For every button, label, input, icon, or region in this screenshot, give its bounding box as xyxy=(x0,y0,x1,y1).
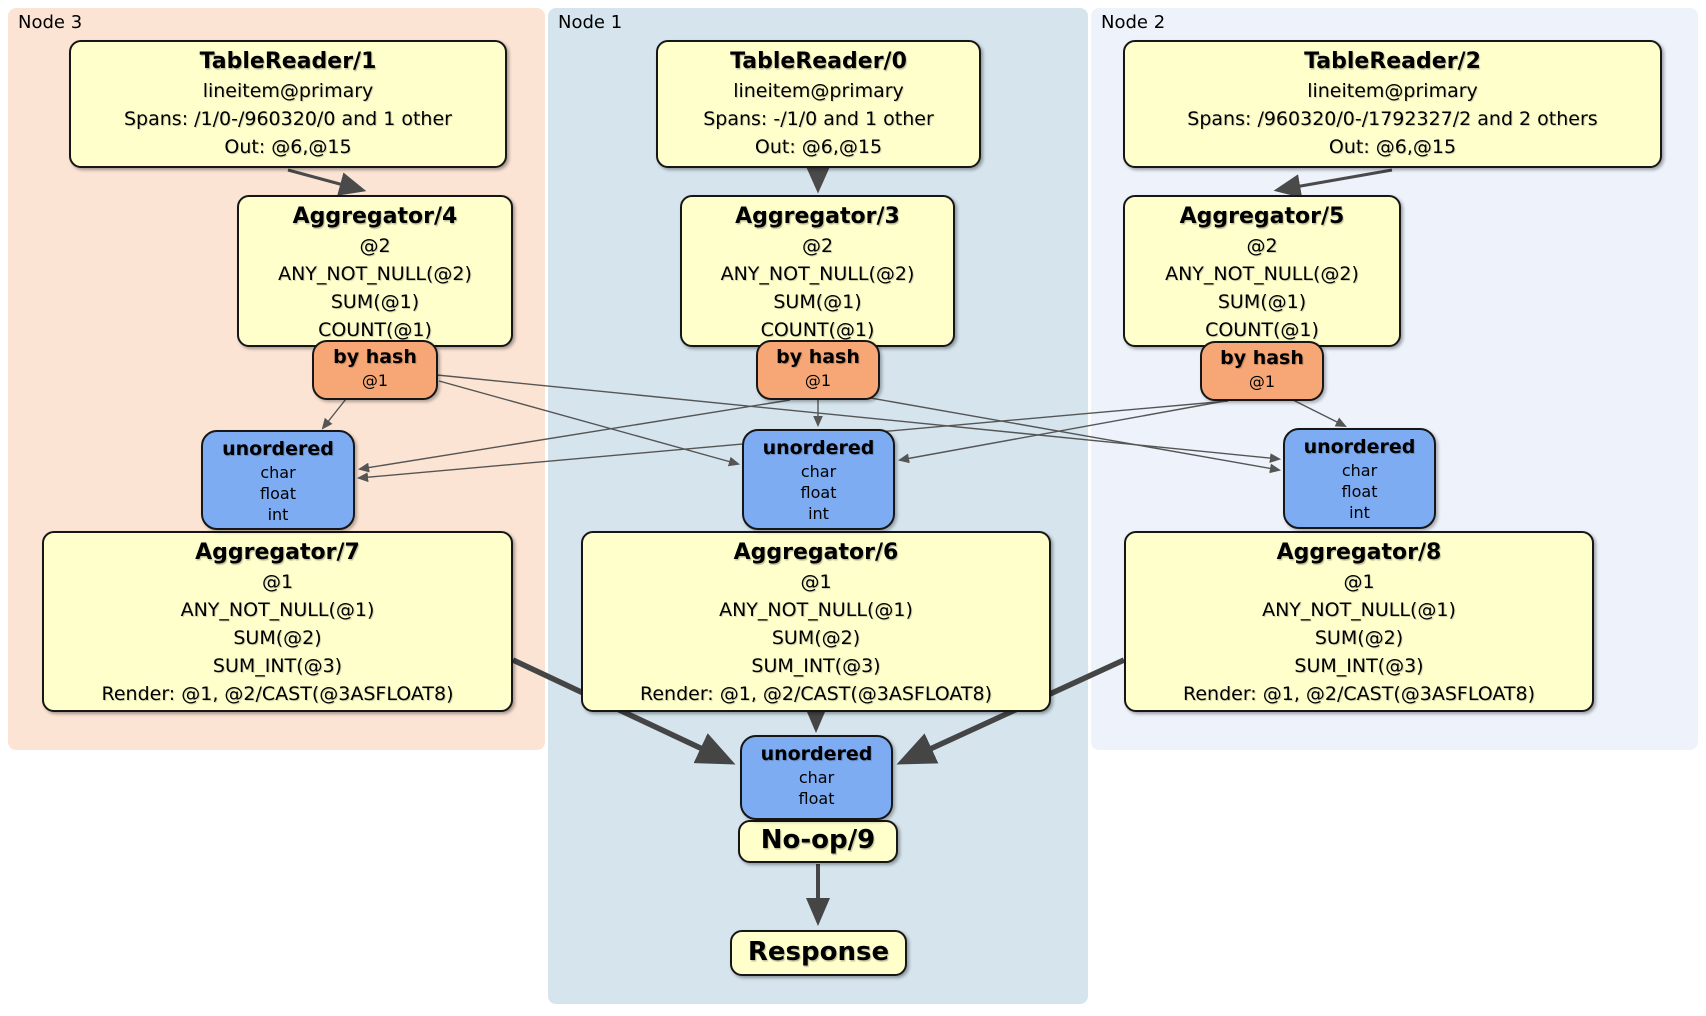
unordered-sync-node3-title: unordered xyxy=(222,438,334,460)
tablereader-2-title: TableReader/2 xyxy=(1304,49,1481,74)
aggregator-5-group: @2 xyxy=(1246,235,1278,257)
aggregator-8-fn2: SUM(@2) xyxy=(1314,627,1404,649)
tablereader-2-spans: Spans: /960320/0-/1792327/2 and 2 others xyxy=(1187,108,1598,130)
aggregator-6-render: Render: @1, @2/CAST(@3ASFLOAT8) xyxy=(640,683,992,705)
aggregator-3-fn3: COUNT(@1) xyxy=(760,319,875,341)
hash-router-node2-title: by hash xyxy=(1220,347,1304,369)
sync-type-char: char xyxy=(800,462,837,481)
hash-router-node2-key: @1 xyxy=(1248,372,1276,391)
node1-label: Node 1 xyxy=(558,12,623,33)
aggregator-8-title: Aggregator/8 xyxy=(1276,540,1442,565)
aggregator-8-fn3: SUM_INT(@3) xyxy=(1294,655,1424,677)
hash-router-node1: by hash @1 xyxy=(756,340,880,400)
hash-router-node1-title: by hash xyxy=(776,346,860,368)
sync-type-float: float xyxy=(1341,482,1378,501)
aggregator-6-title: Aggregator/6 xyxy=(733,540,899,565)
tablereader-0-title: TableReader/0 xyxy=(730,49,907,74)
tablereader-0-out: Out: @6,@15 xyxy=(754,136,883,158)
aggregator-8-render: Render: @1, @2/CAST(@3ASFLOAT8) xyxy=(1183,683,1535,705)
unordered-sync-final: unordered char float xyxy=(740,735,893,820)
unordered-sync-node1-title: unordered xyxy=(762,437,875,459)
aggregator-6-fn1: ANY_NOT_NULL(@1) xyxy=(719,599,913,621)
aggregator-7-render: Render: @1, @2/CAST(@3ASFLOAT8) xyxy=(101,683,454,705)
sync-type-int: int xyxy=(1349,503,1370,522)
noop-9-node: No-op/9 xyxy=(738,820,898,863)
response-title: Response xyxy=(747,937,890,967)
sync-type-int: int xyxy=(267,505,289,524)
tablereader-1-out: Out: @6,@15 xyxy=(224,136,352,158)
aggregator-7-fn3: SUM_INT(@3) xyxy=(212,655,343,677)
sync-type-char: char xyxy=(260,463,296,482)
aggregator-6-node: Aggregator/6 @1 ANY_NOT_NULL(@1) SUM(@2)… xyxy=(581,531,1051,712)
aggregator-3-fn2: SUM(@1) xyxy=(773,291,862,313)
hash-router-node3-key: @1 xyxy=(361,371,389,390)
tablereader-2-node: TableReader/2 lineitem@primary Spans: /9… xyxy=(1123,40,1662,168)
tablereader-2-index: lineitem@primary xyxy=(1307,80,1478,102)
aggregator-6-fn2: SUM(@2) xyxy=(771,627,861,649)
tablereader-0-spans: Spans: -/1/0 and 1 other xyxy=(703,108,934,130)
node2-label: Node 2 xyxy=(1101,12,1166,33)
aggregator-7-title: Aggregator/7 xyxy=(195,540,360,565)
unordered-sync-node2: unordered char float int xyxy=(1283,428,1436,529)
aggregator-5-title: Aggregator/5 xyxy=(1179,204,1345,229)
aggregator-3-group: @2 xyxy=(801,235,834,257)
aggregator-5-fn3: COUNT(@1) xyxy=(1205,319,1319,341)
tablereader-1-node: TableReader/1 lineitem@primary Spans: /1… xyxy=(69,40,507,168)
aggregator-3-node: Aggregator/3 @2 ANY_NOT_NULL(@2) SUM(@1)… xyxy=(680,195,955,347)
aggregator-4-fn2: SUM(@1) xyxy=(330,291,420,313)
aggregator-8-group: @1 xyxy=(1343,571,1375,593)
unordered-sync-final-title: unordered xyxy=(760,743,873,765)
aggregator-7-node: Aggregator/7 @1 ANY_NOT_NULL(@1) SUM(@2)… xyxy=(42,531,513,712)
hash-router-node3: by hash @1 xyxy=(312,340,438,400)
aggregator-5-fn1: ANY_NOT_NULL(@2) xyxy=(1165,263,1359,285)
unordered-sync-node3: unordered char float int xyxy=(201,430,355,530)
aggregator-4-node: Aggregator/4 @2 ANY_NOT_NULL(@2) SUM(@1)… xyxy=(237,195,513,347)
tablereader-arrows xyxy=(287,166,1393,198)
tablereader-1-title: TableReader/1 xyxy=(199,49,377,74)
aggregator-4-fn3: COUNT(@1) xyxy=(318,319,432,341)
aggregator-6-fn3: SUM_INT(@3) xyxy=(751,655,881,677)
aggregator-5-fn2: SUM(@1) xyxy=(1217,291,1307,313)
aggregator-7-fn1: ANY_NOT_NULL(@1) xyxy=(180,599,375,621)
response-node: Response xyxy=(730,930,907,976)
node3-label: Node 3 xyxy=(18,12,83,33)
sync-type-char: char xyxy=(798,768,835,787)
tablereader-0-index: lineitem@primary xyxy=(733,80,904,102)
sync-type-int: int xyxy=(808,504,829,523)
tablereader-2-out: Out: @6,@15 xyxy=(1328,136,1457,158)
aggregator-5-node: Aggregator/5 @2 ANY_NOT_NULL(@2) SUM(@1)… xyxy=(1123,195,1401,347)
aggregator-4-fn1: ANY_NOT_NULL(@2) xyxy=(278,263,472,285)
tablereader-1-index: lineitem@primary xyxy=(202,80,374,102)
aggregator-7-fn2: SUM(@2) xyxy=(233,627,322,649)
sync-type-float: float xyxy=(260,484,296,503)
hash-router-node1-key: @1 xyxy=(804,371,832,390)
aggregator-6-group: @1 xyxy=(800,571,832,593)
unordered-sync-node1: unordered char float int xyxy=(742,429,895,530)
hash-router-node3-title: by hash xyxy=(333,346,417,368)
noop-9-title: No-op/9 xyxy=(760,825,876,855)
tablereader-1-spans: Spans: /1/0-/960320/0 and 1 other xyxy=(124,108,452,130)
aggregator-8-fn1: ANY_NOT_NULL(@1) xyxy=(1262,599,1456,621)
aggregator-3-title: Aggregator/3 xyxy=(735,204,900,229)
aggregator-4-group: @2 xyxy=(359,235,391,257)
sync-type-float: float xyxy=(800,483,837,502)
sync-type-char: char xyxy=(1341,461,1378,480)
aggregator-3-fn1: ANY_NOT_NULL(@2) xyxy=(720,263,915,285)
sync-type-float: float xyxy=(798,789,835,808)
aggregator-7-group: @1 xyxy=(261,571,294,593)
unordered-sync-node2-title: unordered xyxy=(1303,436,1416,458)
aggregator-4-title: Aggregator/4 xyxy=(292,204,458,229)
tablereader-0-node: TableReader/0 lineitem@primary Spans: -/… xyxy=(656,40,981,168)
hash-router-node2: by hash @1 xyxy=(1200,341,1324,401)
aggregator-8-node: Aggregator/8 @1 ANY_NOT_NULL(@1) SUM(@2)… xyxy=(1124,531,1594,712)
